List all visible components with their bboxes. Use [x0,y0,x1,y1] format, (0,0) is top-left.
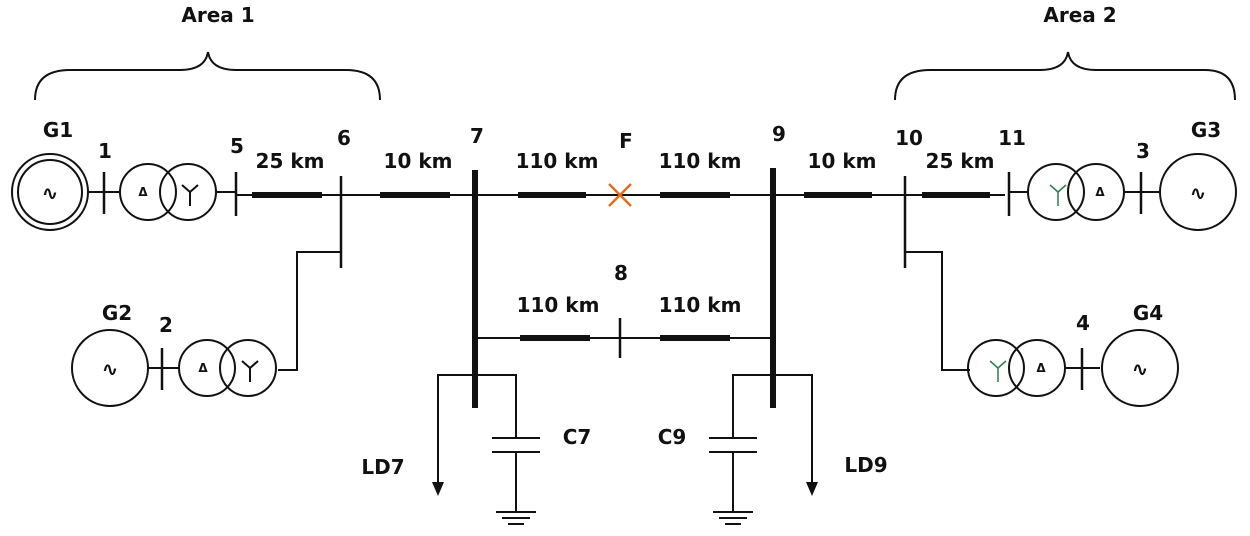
line-10-11-label: 25 km [926,149,995,173]
g4-generator [1101,329,1179,407]
fault-label: F [619,129,633,153]
line-9-10-label: 10 km [808,149,877,173]
bus2-label: 2 [159,313,173,337]
g2-label: G2 [102,301,132,325]
c9-label: C9 [658,425,687,449]
area2-label: Area 2 [1043,3,1116,27]
g3-sine-icon: ∿ [1190,181,1207,205]
t2-delta-icon: Δ [198,361,208,375]
line-7-F-label: 110 km [516,149,599,173]
ld9-label: LD9 [844,453,887,477]
fault-marker-icon [608,183,632,207]
ld9-arrow-icon [806,482,818,496]
area2-brace [894,51,1236,101]
g2-sine-icon: ∿ [102,357,119,381]
g2-feeder [278,251,341,371]
bus8-label: 8 [614,261,628,285]
line-8-9-label: 110 km [659,293,742,317]
t4-wye-winding [967,339,1025,397]
c7-feeder [475,374,517,438]
bus1-label: 1 [98,139,112,163]
bus10-label: 10 [895,126,923,150]
t3-wye-icon [1049,184,1067,206]
line-6-7-label: 10 km [384,149,453,173]
ld9-feeder [773,374,813,484]
bus3-label: 3 [1136,139,1150,163]
area1-label: Area 1 [181,3,254,27]
g3-generator [1159,153,1237,231]
t1-delta-winding [119,163,177,221]
ld7-feeder [437,374,475,484]
ld7-label: LD7 [361,455,404,479]
bus4-label: 4 [1076,311,1090,335]
g3-label: G3 [1191,118,1221,142]
c7-label: C7 [563,425,592,449]
t2-delta-winding [178,339,236,397]
t3-delta-icon: Δ [1095,185,1105,199]
t4-wye-icon [989,360,1007,382]
t4-delta-icon: Δ [1036,361,1046,375]
line-5-6-label: 25 km [256,149,325,173]
t1-wye-winding [159,163,217,221]
c9-ground-icon [713,511,753,525]
g4-feeder [905,251,970,371]
bus7-label: 7 [470,124,484,148]
bus11-label: 11 [998,126,1026,150]
t2-wye-winding [219,339,277,397]
g4-label: G4 [1133,301,1163,325]
c9-feeder [732,374,773,438]
bus9-label: 9 [772,122,786,146]
bus5-label: 5 [230,134,244,158]
t1-delta-icon: Δ [138,185,148,199]
g1-sine-icon: ∿ [42,181,59,205]
area1-brace [34,51,381,101]
line-F-9-label: 110 km [659,149,742,173]
g4-sine-icon: ∿ [1132,357,1149,381]
g1-generator [17,159,83,225]
bus6-label: 6 [337,126,351,150]
t1-wye-icon [181,184,199,206]
g1-label: G1 [43,118,73,142]
ld7-arrow-icon [432,482,444,496]
line-7-8-label: 110 km [517,293,600,317]
t2-wye-icon [241,360,259,382]
t3-wye-winding [1027,163,1085,221]
c7-ground-icon [496,511,536,525]
